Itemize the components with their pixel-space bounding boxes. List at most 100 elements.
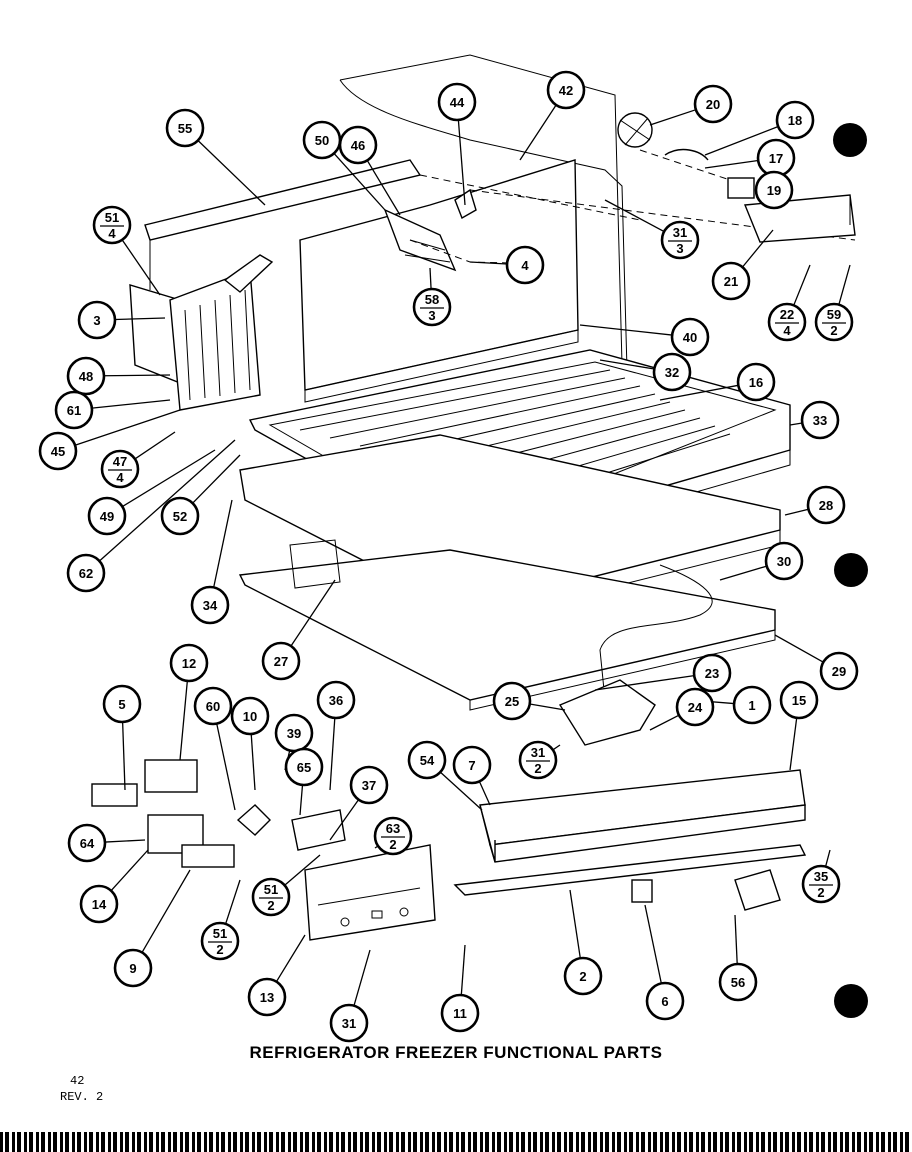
callout-circle: [349, 765, 389, 805]
light-housing: [558, 679, 656, 746]
callout-number: 27: [274, 654, 288, 669]
callout-number: 49: [100, 509, 114, 524]
callout-21: 21: [711, 261, 751, 301]
leader-line: [659, 384, 739, 401]
callout-54: 54: [407, 740, 447, 780]
damper-control: [291, 809, 346, 851]
leader-line: [114, 317, 166, 321]
callout-1: 1: [732, 685, 772, 725]
leader-line: [644, 904, 662, 984]
callout-circle: [113, 948, 153, 988]
callout-number: 6: [661, 994, 668, 1009]
callout-number: 32: [665, 365, 679, 380]
callout-50: 50: [302, 120, 342, 160]
callout-circle: [764, 541, 804, 581]
callout-number: 42: [559, 83, 573, 98]
callout-37: 37: [349, 765, 389, 805]
callout-circle: [660, 220, 700, 260]
leader-line: [121, 239, 161, 296]
callout-11: 11: [440, 993, 480, 1033]
callout-25: 25: [492, 681, 532, 721]
callout-60: 60: [193, 686, 233, 726]
callout-circle: [736, 362, 776, 402]
fan-blade: [617, 112, 653, 148]
callout-quantity: 4: [108, 226, 116, 241]
leader-line: [122, 449, 216, 508]
callout-32: 32: [652, 352, 692, 392]
callout-circle: [670, 317, 710, 357]
leader-line: [179, 680, 188, 761]
callout-circle: [247, 977, 287, 1017]
front-trim-panel: [479, 769, 806, 863]
callout-number: 1: [748, 698, 755, 713]
callout-64: 64: [67, 823, 107, 863]
callout-5: 5: [102, 684, 142, 724]
callout-23: 23: [692, 653, 732, 693]
leader-line: [192, 454, 241, 504]
callout-quantity: 2: [267, 898, 274, 913]
leader-line: [353, 949, 371, 1006]
evaporator-coil: [169, 254, 274, 411]
callout-45: 45: [38, 431, 78, 471]
callout-9: 9: [113, 948, 153, 988]
callout-52: 52: [160, 496, 200, 536]
callout-circle: [492, 681, 532, 721]
callout-number: 44: [450, 95, 465, 110]
callout-number: 23: [705, 666, 719, 681]
leader-line: [704, 125, 779, 156]
callout-22-qty-4: 224: [767, 302, 807, 342]
callout-46: 46: [338, 125, 378, 165]
divider-pad: [289, 539, 341, 589]
cabinet-liner-outline: [339, 54, 631, 481]
callout-31: 31: [329, 1003, 369, 1043]
callout-number: 39: [287, 726, 301, 741]
callout-10: 10: [230, 696, 270, 736]
callout-number: 40: [683, 330, 697, 345]
callout-number: 31: [342, 1016, 356, 1031]
callout-number: 21: [724, 274, 738, 289]
relay-cover: [181, 844, 235, 868]
callout-number: 48: [79, 369, 93, 384]
callout-number: 16: [749, 375, 763, 390]
callout-circle: [67, 823, 107, 863]
callout-circle: [775, 100, 815, 140]
leader-line: [469, 261, 508, 265]
leader-line: [275, 934, 306, 982]
callout-number: 46: [351, 138, 365, 153]
callout-number: 20: [706, 97, 720, 112]
callout-number: 31: [531, 745, 545, 760]
callout-2: 2: [563, 956, 603, 996]
diagram-title: REFRIGERATOR FREEZER FUNCTIONAL PARTS: [249, 1043, 663, 1062]
callout-number: 28: [819, 498, 833, 513]
callout-number: 5: [118, 697, 125, 712]
defrost-timer: [727, 177, 755, 199]
scan-edge: [0, 1132, 912, 1152]
callout-circle: [102, 684, 142, 724]
callout-circle: [284, 747, 324, 787]
callout-33: 33: [800, 400, 840, 440]
callout-number: 12: [182, 656, 196, 671]
leader-line: [141, 869, 191, 953]
callout-circle: [767, 302, 807, 342]
callout-17: 17: [756, 138, 796, 178]
leader-line: [91, 399, 171, 409]
leader-line: [838, 264, 851, 305]
leader-line: [216, 723, 236, 811]
callout-47-qty-4: 474: [100, 449, 140, 489]
leader-line: [789, 422, 803, 426]
callout-59-qty-2: 592: [814, 302, 854, 342]
small-switch: [236, 804, 271, 836]
callout-39: 39: [274, 713, 314, 753]
callout-quantity: 2: [534, 761, 541, 776]
leader-line: [439, 771, 483, 811]
callout-circle: [66, 553, 106, 593]
callout-19: 19: [754, 170, 794, 210]
callout-circle: [675, 687, 715, 727]
leader-line: [774, 634, 824, 663]
leader-line: [121, 721, 126, 791]
callout-circle: [440, 993, 480, 1033]
callout-circle: [801, 864, 841, 904]
leader-line: [569, 889, 581, 959]
callout-27: 27: [261, 641, 301, 681]
